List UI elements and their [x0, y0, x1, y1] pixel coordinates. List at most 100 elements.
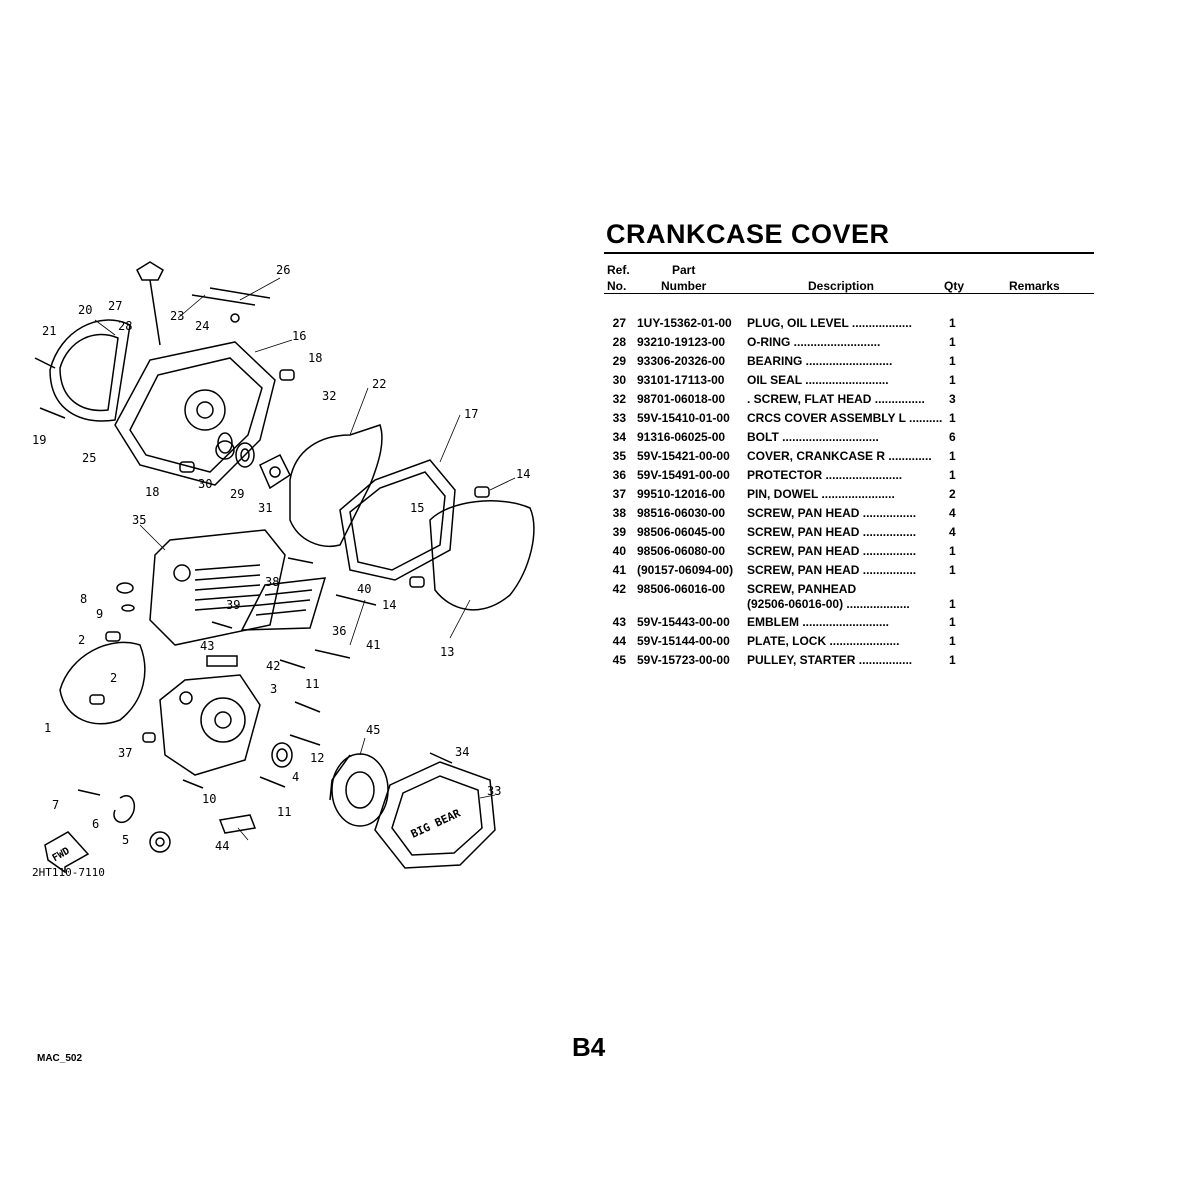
callout: 17 [464, 407, 478, 421]
table-row: 36 59V-15491-00-00 PROTECTOR ...........… [604, 468, 1094, 486]
callout: 36 [332, 624, 346, 638]
part-qty: 1 [949, 563, 956, 577]
ref-no: 44 [612, 634, 626, 648]
table-row: 28 93210-19123-00 O-RING ...............… [604, 335, 1094, 353]
table-row: 27 1UY-15362-01-00 PLUG, OIL LEVEL .....… [604, 316, 1094, 334]
callout: 30 [198, 477, 212, 491]
fwd-label: FWD [51, 846, 72, 865]
table-row: 39 98506-06045-00 SCREW, PAN HEAD ......… [604, 525, 1094, 543]
callout: 35 [132, 513, 146, 527]
ref-no: 40 [612, 544, 626, 558]
callout: 31 [258, 501, 272, 515]
part-number: (90157-06094-00) [637, 563, 734, 577]
header-part-line2: Number [661, 279, 707, 293]
part-description: SCREW, PANHEAD [747, 582, 857, 596]
part-number: 98701-06018-00 [637, 392, 726, 406]
table-row: 34 91316-06025-00 BOLT .................… [604, 430, 1094, 448]
ref-no: 27 [612, 316, 626, 330]
part-2-gasket [59, 641, 146, 725]
part-number: 59V-15410-01-00 [637, 411, 730, 425]
ref-no: 37 [612, 487, 626, 501]
callout: 11 [305, 677, 319, 691]
table-row: 40 98506-06080-00 SCREW, PAN HEAD ......… [604, 544, 1094, 562]
callout: 24 [195, 319, 209, 333]
callout: 13 [440, 645, 454, 659]
callout: 2 [78, 633, 85, 647]
part-number: 59V-15491-00-00 [637, 468, 730, 482]
ref-no: 39 [612, 525, 626, 539]
callout: 29 [230, 487, 244, 501]
ref-no: 35 [612, 449, 626, 463]
part-qty: 1 [949, 653, 956, 667]
part-36-protector [240, 577, 327, 631]
part-qty: 2 [949, 487, 956, 501]
part-number: 99510-12016-00 [637, 487, 726, 501]
part-number: 98506-06045-00 [637, 525, 726, 539]
part-qty: 1 [949, 316, 956, 330]
part-22-gasket [289, 424, 383, 547]
part-number: 98506-06016-00 [637, 582, 726, 596]
table-row: 37 99510-12016-00 PIN, DOWEL ...........… [604, 487, 1094, 505]
ref-no: 45 [612, 653, 626, 667]
part-qty: 1 [949, 335, 956, 349]
part-qty: 1 [949, 354, 956, 368]
callout: 22 [372, 377, 386, 391]
part-17-right-crankcase [339, 459, 456, 581]
part-qty: 1 [949, 468, 956, 482]
page-title: CRANKCASE COVER [606, 219, 890, 249]
part-qty: 3 [949, 392, 956, 406]
part-qty: 4 [949, 525, 956, 539]
part-number: 59V-15144-00-00 [637, 634, 730, 648]
drawing-code: 2HT110-7110 [32, 866, 105, 879]
part-description: SCREW, PAN HEAD ................ [747, 563, 917, 577]
document-code: MAC_502 [37, 1053, 83, 1064]
emblem-text: BIG BEAR [409, 806, 463, 840]
callout: 19 [32, 433, 46, 447]
part-qty: 4 [949, 506, 956, 520]
part-qty: 1 [949, 615, 956, 629]
table-row: 45 59V-15723-00-00 PULLEY, STARTER .....… [604, 653, 1094, 671]
part-number: 59V-15421-00-00 [637, 449, 730, 463]
ref-no: 36 [612, 468, 626, 482]
part-qty: 1 [949, 544, 956, 558]
page-number: B4 [572, 1032, 606, 1062]
ref-no: 41 [612, 563, 626, 577]
part-20-cover-plate [49, 319, 131, 422]
part-description: BOLT ............................. [747, 430, 879, 444]
part-3-cover [159, 674, 261, 776]
table-row: 35 59V-15421-00-00 COVER, CRANKCASE R ..… [604, 449, 1094, 467]
fwd-arrow-icon [44, 831, 90, 874]
ref-no: 42 [612, 582, 626, 596]
table-row: 42 98506-06016-00 SCREW, PANHEAD (92506-… [604, 582, 1094, 616]
callout: 18 [308, 351, 322, 365]
ref-no: 33 [612, 411, 626, 425]
callout: 12 [310, 751, 324, 765]
ref-no: 38 [612, 506, 626, 520]
part-description: PIN, DOWEL ...................... [747, 487, 895, 501]
part-qty: 1 [949, 597, 956, 611]
part-qty: 1 [949, 449, 956, 463]
callout: 28 [118, 319, 132, 333]
part-description: PULLEY, STARTER ................ [747, 653, 913, 667]
part-16-left-crankcase-cover [114, 341, 276, 486]
callout: 11 [277, 805, 291, 819]
callout: 39 [226, 598, 240, 612]
part-27-oil-level-plug [136, 261, 164, 346]
callout: 2 [110, 671, 117, 685]
part-number: 59V-15443-00-00 [637, 615, 730, 629]
callout: 25 [82, 451, 96, 465]
table-row: 43 59V-15443-00-00 EMBLEM ..............… [604, 615, 1094, 633]
header-ref-line1: Ref. [607, 263, 630, 277]
callout: 8 [80, 592, 87, 606]
part-description: COVER, CRANKCASE R ............. [747, 449, 932, 463]
callout: 14 [382, 598, 396, 612]
callout: 43 [200, 639, 214, 653]
header-ref-line2: No. [607, 279, 627, 293]
part-description: O-RING .......................... [747, 335, 881, 349]
callout: 34 [455, 745, 469, 759]
part-13-gasket [429, 500, 535, 611]
table-row: 44 59V-15144-00-00 PLATE, LOCK .........… [604, 634, 1094, 652]
callout: 4 [292, 770, 299, 784]
header-divider [604, 293, 1094, 294]
part-description-continued: (92506-06016-00) ................... [747, 597, 910, 611]
